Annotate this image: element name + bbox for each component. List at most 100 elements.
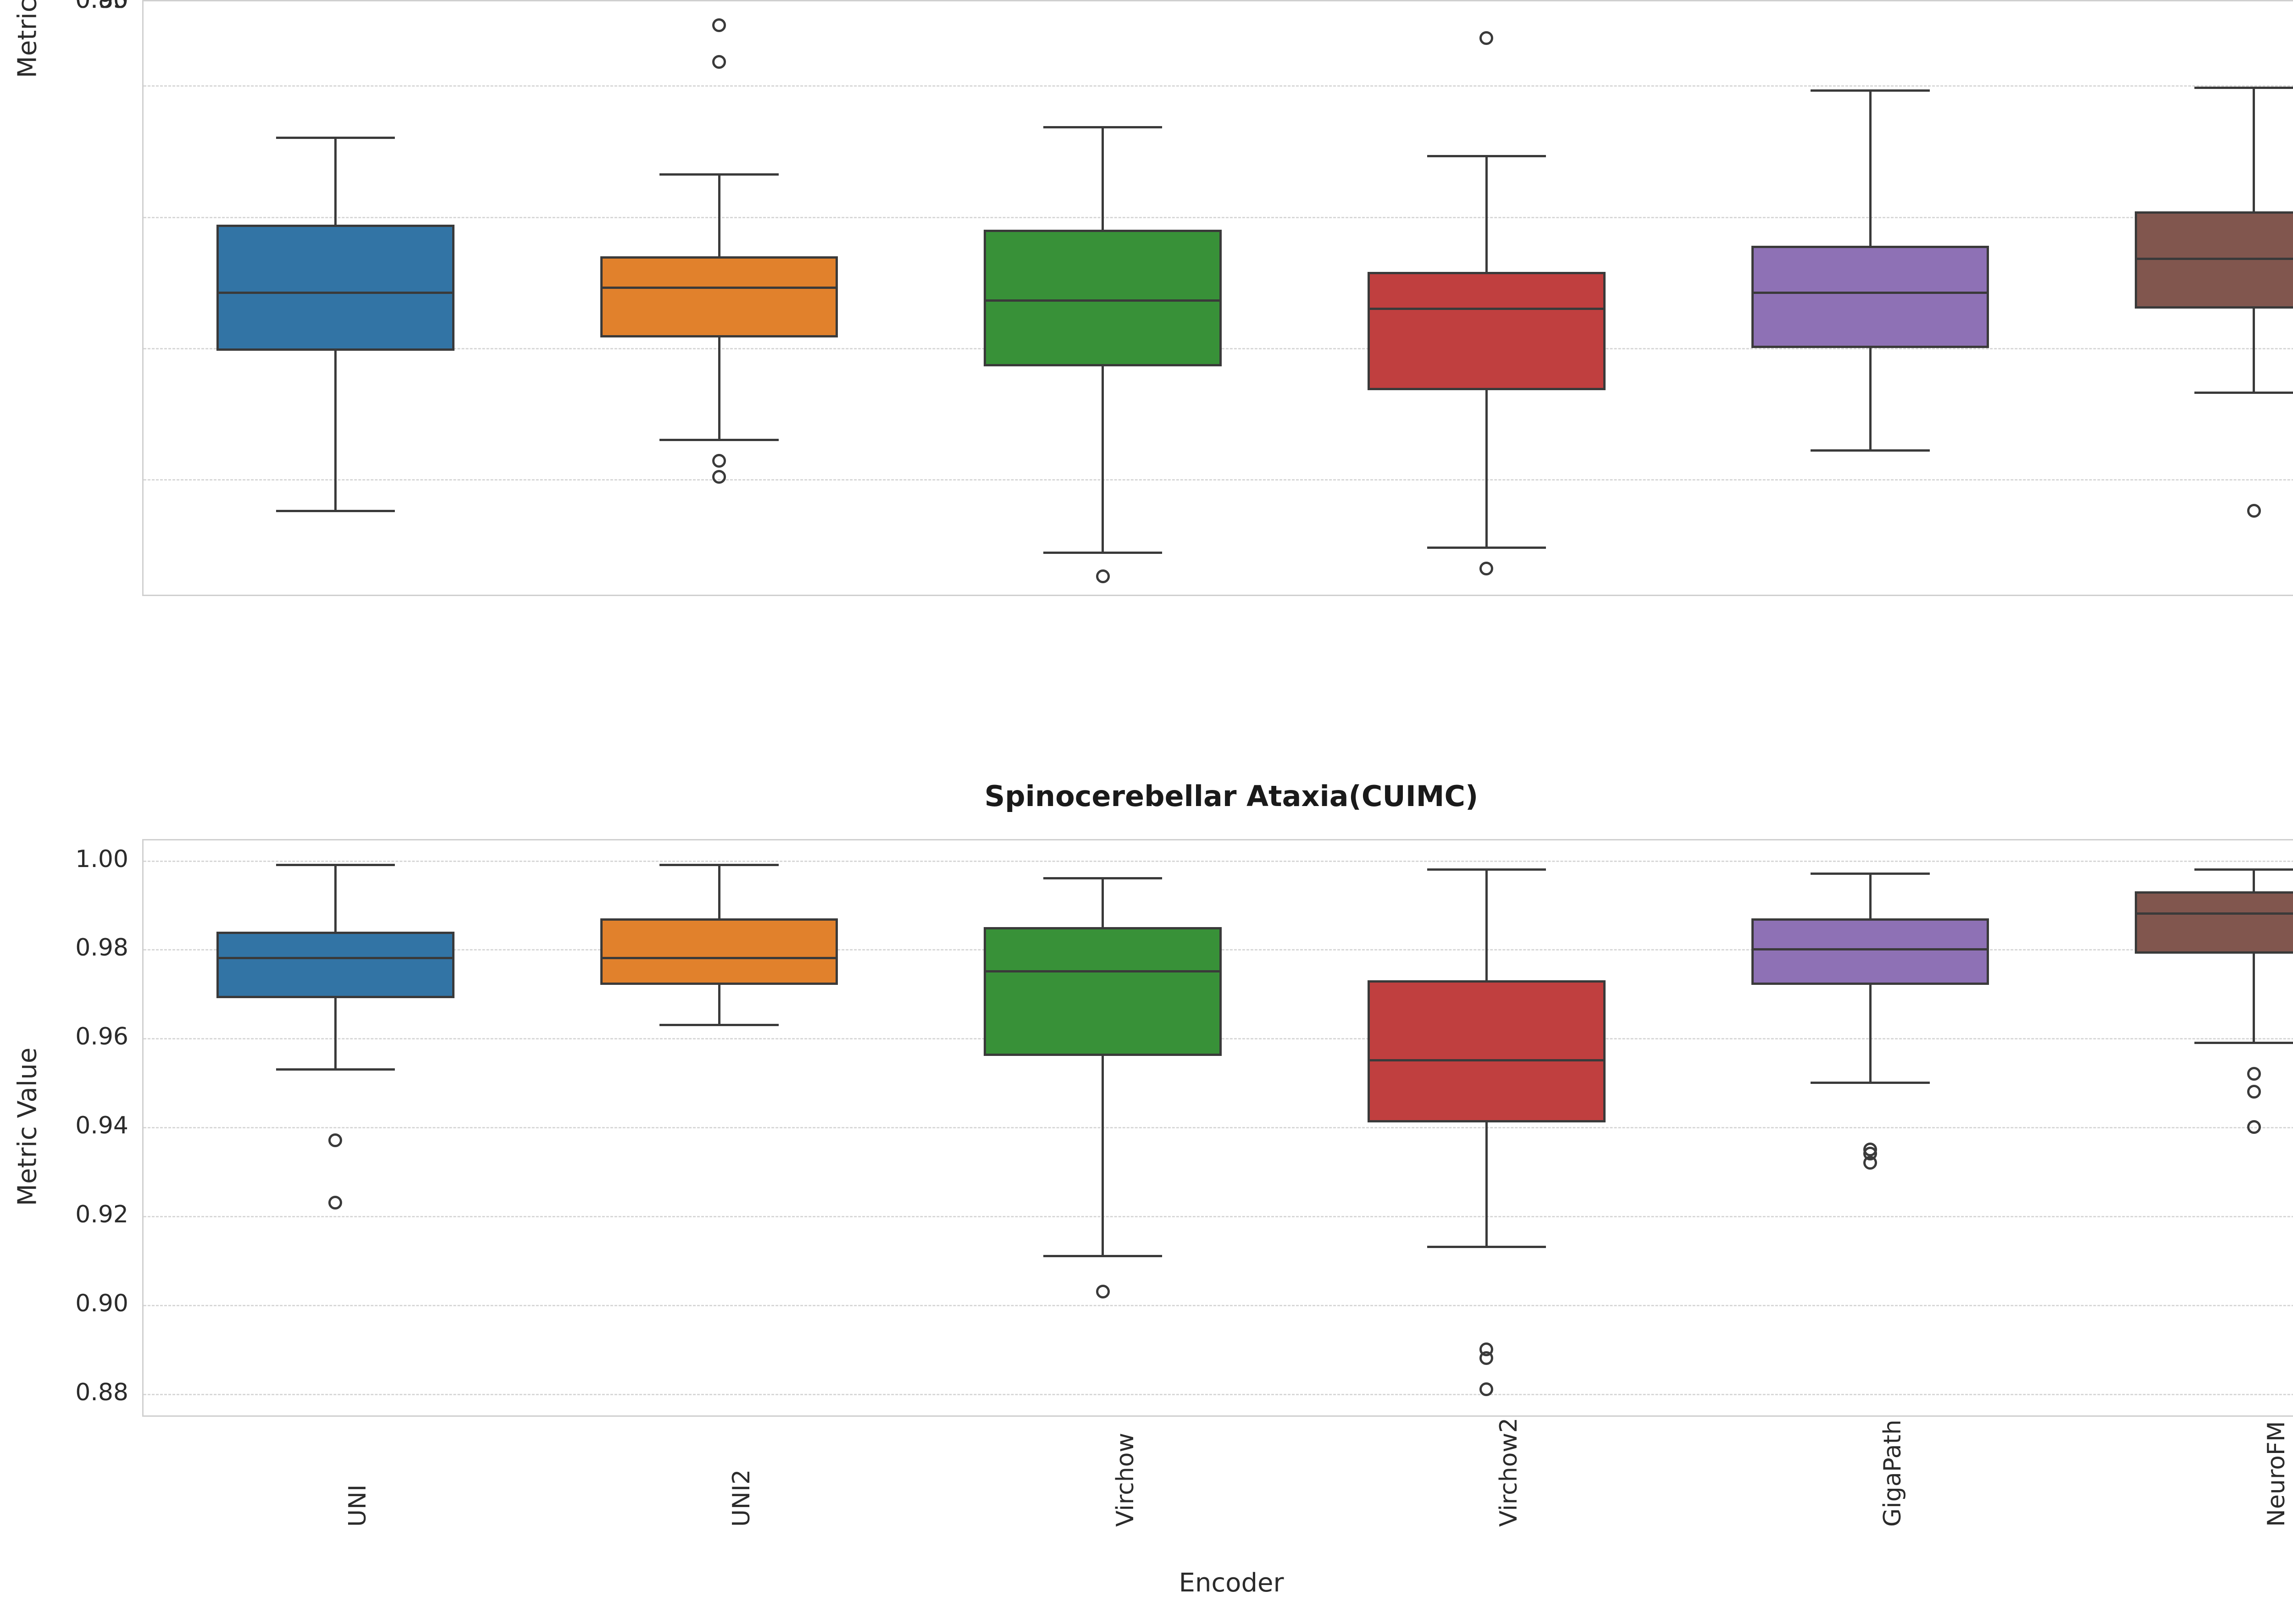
whisker-lower [1102, 366, 1104, 553]
cap-upper [659, 863, 779, 866]
y-tick-label: 0.92 [75, 1201, 128, 1228]
whisker-upper [2253, 869, 2255, 892]
gridline [144, 216, 2293, 218]
outlier-marker [1479, 1351, 1494, 1365]
cap-upper [276, 863, 395, 866]
x-tick-label-virchow: Virchow [1111, 1432, 1139, 1527]
cap-upper [1043, 126, 1163, 129]
cap-upper [1427, 868, 1546, 871]
box-uni [144, 1, 2293, 595]
y-tick-label: 0.96 [75, 1023, 128, 1051]
plot-area-top [142, 0, 2293, 596]
outlier-marker [712, 470, 726, 484]
y-tick-label: 0.98 [75, 934, 128, 962]
box-virchow2 [144, 840, 2293, 1415]
outlier-marker [328, 1133, 343, 1148]
whisker-upper [1869, 90, 1872, 246]
median-line [216, 292, 454, 294]
box-rect [2135, 891, 2293, 954]
box-uni2 [144, 840, 2293, 1415]
y-tick-label: 0.90 [75, 1289, 128, 1317]
box-uni2 [144, 1, 2293, 595]
gridline [144, 85, 2293, 87]
y-tick-label: 0.85 [75, 0, 128, 14]
whisker-upper [718, 174, 720, 256]
x-tick-label-uni: UNI [344, 1484, 372, 1527]
box-gigapath [144, 1, 2293, 595]
median-line [1751, 292, 1989, 294]
box-gigapath [144, 840, 2293, 1415]
whisker-upper [1869, 873, 1872, 918]
whisker-lower [1869, 985, 1872, 1083]
whisker-upper [718, 865, 720, 918]
cap-upper [1811, 89, 1930, 92]
box-virchow [144, 840, 2293, 1415]
cap-upper [2194, 87, 2293, 89]
cap-upper [1043, 877, 1163, 879]
box-neurofm [144, 1, 2293, 595]
box-virchow2 [144, 1, 2293, 595]
cap-lower [2194, 1041, 2293, 1044]
cap-lower [2194, 391, 2293, 394]
gridline [144, 860, 2293, 862]
cap-upper [276, 137, 395, 139]
box-rect [600, 256, 838, 338]
x-tick-label-virchow2: Virchow2 [1495, 1417, 1523, 1527]
whisker-upper [2253, 88, 2255, 212]
whisker-upper [1102, 127, 1104, 230]
whisker-upper [334, 865, 337, 932]
outlier-marker [1479, 1382, 1494, 1396]
whisker-upper [334, 138, 337, 225]
box-neurofm [144, 840, 2293, 1415]
box-rect [984, 230, 1222, 367]
median-line [2135, 257, 2293, 260]
median-line [1751, 948, 1989, 950]
whisker-upper [1485, 869, 1488, 981]
x-tick-label-uni2: UNI2 [728, 1469, 755, 1527]
gridline [144, 1393, 2293, 1395]
panel-spinocerebellar-ataxia: Spinocerebellar Ataxia(CUIMC) Metric Val… [0, 775, 2293, 1440]
gridline [144, 1216, 2293, 1217]
gridline [144, 479, 2293, 481]
cap-lower [1043, 1254, 1163, 1257]
whisker-lower [334, 350, 337, 511]
box-virchow [144, 1, 2293, 595]
outlier-marker [712, 18, 726, 32]
whisker-upper [1102, 878, 1104, 927]
y-tick-label: 0.80 [75, 0, 128, 14]
box-rect [1367, 271, 1606, 390]
outlier-marker [712, 55, 726, 69]
y-tick-label: 0.90 [75, 0, 128, 14]
gridline [144, 1304, 2293, 1306]
outlier-marker [1863, 1155, 1877, 1170]
median-line [984, 970, 1222, 973]
whisker-lower [718, 337, 720, 440]
x-tick-label-neurofm: NeuroFM [2262, 1421, 2290, 1527]
cap-lower [659, 438, 779, 441]
median-line [1367, 1059, 1606, 1062]
whisker-lower [1102, 1056, 1104, 1256]
box-rect [2135, 211, 2293, 309]
outlier-marker [1479, 31, 1494, 45]
outlier-marker [2247, 1120, 2261, 1134]
y-tick-label: 0.88 [75, 1378, 128, 1406]
cap-lower [1427, 546, 1546, 549]
outlier-marker [1096, 569, 1110, 584]
panel-title-1: Spinocerebellar Ataxia(CUIMC) [984, 779, 1479, 813]
whisker-lower [1485, 390, 1488, 548]
box-rect [1367, 980, 1606, 1123]
cap-lower [1043, 552, 1163, 554]
median-line [1367, 307, 1606, 310]
median-line [216, 957, 454, 960]
cap-upper [1811, 873, 1930, 875]
y-tick-label: 0.95 [75, 0, 128, 14]
cap-lower [1811, 449, 1930, 452]
gridline [144, 1127, 2293, 1129]
cap-lower [1811, 1081, 1930, 1084]
cap-lower [276, 509, 395, 512]
whisker-lower [1869, 348, 1872, 451]
box-rect [984, 927, 1222, 1056]
x-tick-label-gigapath: GigaPath [1879, 1420, 1906, 1527]
cap-lower [276, 1068, 395, 1071]
